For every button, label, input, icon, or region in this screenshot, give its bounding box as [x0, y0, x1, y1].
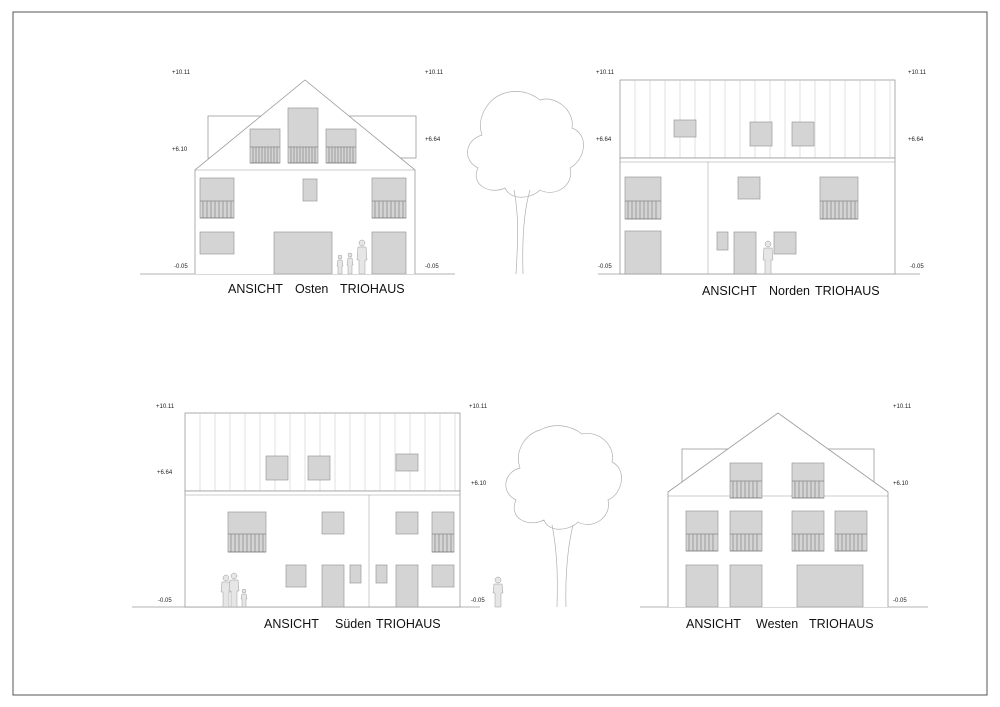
gable-facade	[667, 412, 889, 607]
level-label: +6.10	[471, 481, 487, 487]
level-label: +6.64	[425, 137, 441, 143]
level-label: -0.05	[910, 264, 924, 270]
level-label: -0.05	[893, 598, 907, 604]
level-label: -0.05	[425, 264, 439, 270]
level-label: +10.11	[156, 404, 175, 410]
person-silhouette-icon	[336, 239, 368, 275]
balcony-railings	[686, 480, 867, 552]
level-label: -0.05	[158, 598, 172, 604]
sheet-frame	[12, 11, 988, 696]
level-label: +6.10	[893, 481, 909, 487]
elevation-north: +10.11 +10.11 +6.64 +6.64 -0.05 -0.05 AN…	[596, 70, 927, 298]
elevation-south: +10.11 +10.11 +6.64 +6.10 -0.05 -0.05 AN…	[132, 404, 488, 631]
windows	[227, 453, 455, 608]
level-label: -0.05	[174, 264, 188, 270]
roof-seams	[199, 413, 456, 491]
tree-icon	[467, 91, 584, 275]
level-label: +6.64	[596, 137, 612, 143]
level-label: +6.10	[172, 147, 188, 153]
windows	[199, 107, 407, 275]
balcony-railings	[200, 146, 406, 219]
level-label: -0.05	[471, 598, 485, 604]
level-label: +10.11	[908, 70, 927, 76]
person-silhouette-icon	[762, 240, 774, 275]
level-label: +10.11	[172, 70, 191, 76]
balcony-railings	[228, 533, 454, 553]
level-label: +10.11	[893, 404, 912, 410]
person-silhouette-icon	[492, 576, 504, 608]
level-label: +10.11	[469, 404, 488, 410]
balcony-railings	[625, 200, 858, 220]
gable-facade	[194, 79, 416, 274]
level-label: +10.11	[425, 70, 444, 76]
windows	[624, 119, 859, 275]
tree-icon	[492, 425, 622, 608]
level-label: -0.05	[598, 264, 612, 270]
level-label: +10.11	[596, 70, 615, 76]
level-label: +6.64	[157, 470, 173, 476]
windows	[685, 462, 868, 608]
person-silhouette-icon	[220, 572, 248, 608]
roof-seams	[634, 80, 891, 158]
level-label: +6.64	[908, 137, 924, 143]
elevation-east: +10.11 +10.11 +6.10 +6.64 -0.05 -0.05 AN…	[140, 70, 455, 296]
